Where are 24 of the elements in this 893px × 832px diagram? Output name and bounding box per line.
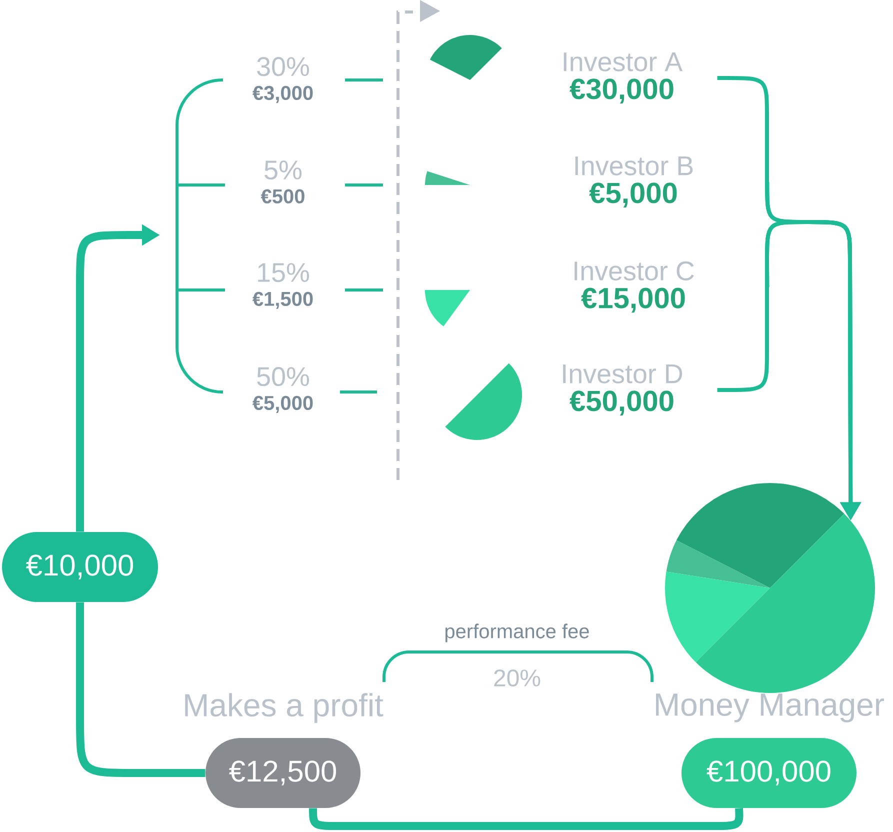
node-caption: Money Manager (656, 694, 884, 722)
node-caption: Makes a profit (185, 693, 384, 723)
investor-name: Investor B (575, 156, 693, 176)
percentage: 15% (258, 263, 309, 282)
fee-label: performance fee (445, 624, 589, 642)
amount: €15,000 (581, 288, 685, 313)
amount-pill: €10,000 (2, 532, 158, 602)
amount: €5,000 (252, 396, 313, 413)
amount: €500 (260, 189, 304, 204)
percentage: 50% (257, 367, 309, 386)
amount: €3,000 (252, 86, 313, 103)
percentage: 5% (264, 160, 302, 180)
amount: €1,500 (252, 292, 313, 309)
amount-pill: €12,500 (206, 738, 360, 808)
amount: €5,000 (589, 182, 677, 208)
amount: €30,000 (570, 78, 674, 104)
amount-pill: €100,000 (682, 738, 856, 808)
percentage: 30% (257, 57, 309, 76)
investor-name: Investor D (563, 364, 682, 384)
amount: €50,000 (570, 390, 674, 416)
investor-name: Investor A (564, 52, 683, 72)
pie-chart (665, 483, 875, 693)
fee-percentage: 20% (494, 669, 540, 686)
investor-name: Investor C (574, 261, 694, 280)
